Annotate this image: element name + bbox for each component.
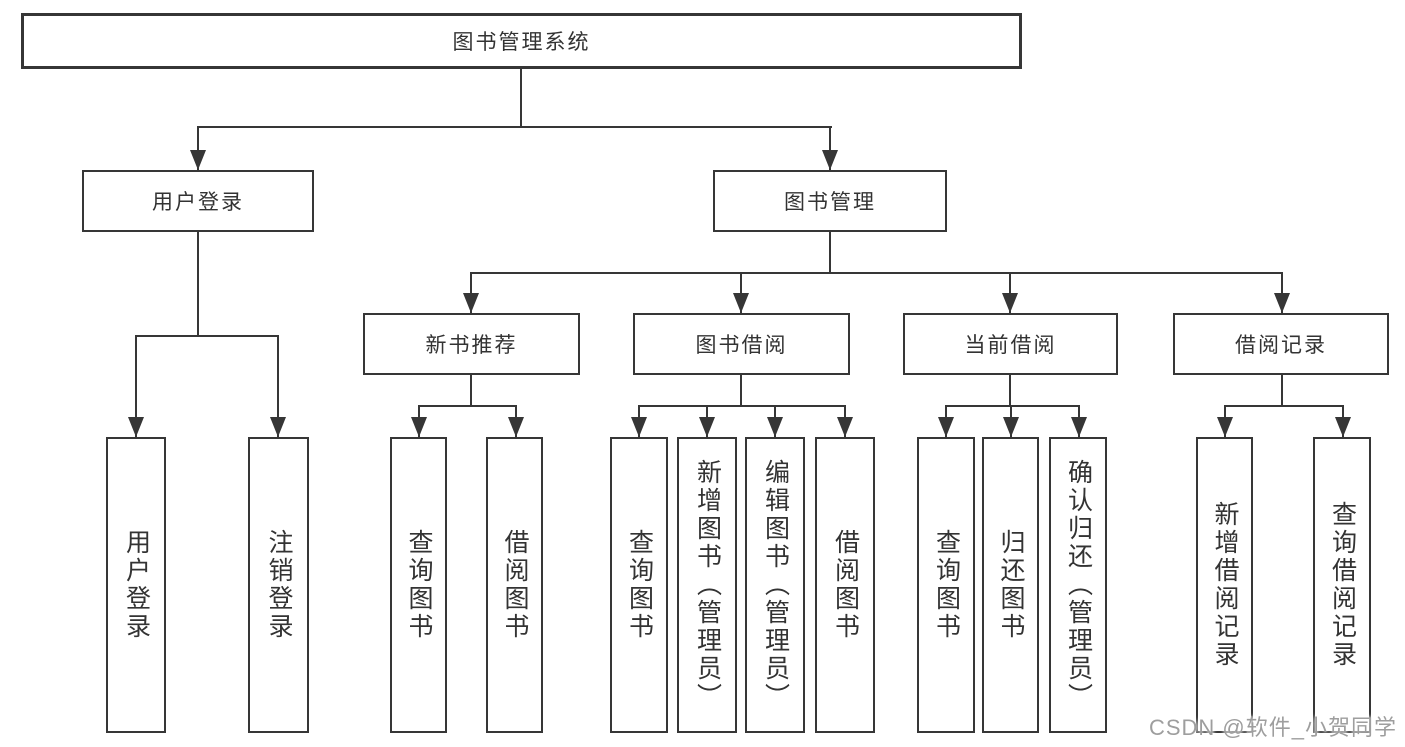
watermark: CSDN @软件_小贺同学 xyxy=(1148,715,1397,740)
node-current-borrow: 当前借阅 xyxy=(903,313,1118,375)
node-book-borrow: 图书借阅 xyxy=(633,313,850,375)
connector-line xyxy=(829,232,831,274)
leaf-confirm-return-admin: 确认归还（管理员） xyxy=(1049,437,1107,733)
leaf-return-book: 归还图书 xyxy=(982,437,1039,733)
connector-line xyxy=(135,335,137,437)
arrow-down-icon xyxy=(822,150,838,170)
leaf-query-book-3: 查询图书 xyxy=(917,437,975,733)
node-user-login: 用户登录 xyxy=(82,170,314,232)
connector-line xyxy=(829,126,831,170)
connector-line xyxy=(1224,405,1344,407)
leaf-user-login: 用户登录 xyxy=(106,437,166,733)
arrow-down-icon xyxy=(128,417,144,437)
node-borrow-record: 借阅记录 xyxy=(1173,313,1389,375)
arrow-down-icon xyxy=(699,417,715,437)
arrow-down-icon xyxy=(938,417,954,437)
leaf-query-book-1: 查询图书 xyxy=(390,437,447,733)
node-label: 查询图书 xyxy=(625,529,654,641)
arrow-down-icon xyxy=(1002,293,1018,313)
node-label: 查询图书 xyxy=(405,529,433,641)
node-label: 查询借阅记录 xyxy=(1328,501,1357,669)
connector-line xyxy=(1281,375,1283,405)
connector-line xyxy=(1009,272,1011,313)
connector-line xyxy=(277,335,279,437)
connector-line xyxy=(135,335,279,337)
node-label: 新书推荐 xyxy=(425,334,518,357)
connector-line xyxy=(197,126,199,170)
connector-line xyxy=(197,232,199,336)
connector-line xyxy=(470,272,1283,274)
node-label: 确认归还（管理员） xyxy=(1064,459,1093,711)
arrow-down-icon xyxy=(1274,293,1290,313)
arrow-down-icon xyxy=(733,293,749,313)
node-label: 查询图书 xyxy=(932,529,961,641)
arrow-down-icon xyxy=(270,417,286,437)
arrow-down-icon xyxy=(508,417,524,437)
arrow-down-icon xyxy=(1071,417,1087,437)
node-new-book-recommend: 新书推荐 xyxy=(363,313,580,375)
leaf-logout-login: 注销登录 xyxy=(248,437,309,733)
connector-line xyxy=(470,375,472,405)
arrow-down-icon xyxy=(411,417,427,437)
node-label: 用户登录 xyxy=(152,191,244,214)
node-book-management: 图书管理 xyxy=(713,170,947,232)
leaf-query-borrow-record: 查询借阅记录 xyxy=(1313,437,1371,733)
connector-line xyxy=(197,126,832,128)
node-label: 借阅记录 xyxy=(1235,334,1327,357)
node-label: 图书管理系统 xyxy=(452,31,591,54)
arrow-down-icon xyxy=(631,417,647,437)
connector-line xyxy=(1009,375,1011,405)
node-label: 新增借阅记录 xyxy=(1211,501,1239,669)
arrow-down-icon xyxy=(1003,417,1019,437)
node-label: 新增图书（管理员） xyxy=(693,459,722,711)
connector-line xyxy=(418,405,517,407)
arrow-down-icon xyxy=(463,293,479,313)
node-label: 注销登录 xyxy=(265,529,293,641)
connector-line xyxy=(470,272,472,313)
node-label: 归还图书 xyxy=(997,529,1025,641)
connector-line xyxy=(740,375,742,405)
connector-line xyxy=(945,405,1080,407)
node-label: 借阅图书 xyxy=(831,529,860,641)
node-label: 当前借阅 xyxy=(964,334,1057,357)
leaf-edit-book-admin: 编辑图书（管理员） xyxy=(745,437,805,733)
node-label: 图书管理 xyxy=(784,191,876,214)
node-label: 借阅图书 xyxy=(501,529,529,641)
arrow-down-icon xyxy=(1217,417,1233,437)
connector-line xyxy=(740,272,742,313)
arrow-down-icon xyxy=(190,150,206,170)
leaf-add-book-admin: 新增图书（管理员） xyxy=(677,437,737,733)
node-library-system: 图书管理系统 xyxy=(21,13,1022,69)
arrow-down-icon xyxy=(837,417,853,437)
node-label: 图书借阅 xyxy=(695,334,788,357)
leaf-borrow-book-1: 借阅图书 xyxy=(486,437,543,733)
leaf-add-borrow-record: 新增借阅记录 xyxy=(1196,437,1253,733)
node-label: 用户登录 xyxy=(122,529,151,641)
leaf-query-book-2: 查询图书 xyxy=(610,437,668,733)
arrow-down-icon xyxy=(1335,417,1351,437)
arrow-down-icon xyxy=(767,417,783,437)
connector-line xyxy=(638,405,846,407)
leaf-borrow-book-2: 借阅图书 xyxy=(815,437,875,733)
node-label: 编辑图书（管理员） xyxy=(761,459,790,711)
connector-line xyxy=(1281,272,1283,313)
connector-line xyxy=(520,69,522,127)
